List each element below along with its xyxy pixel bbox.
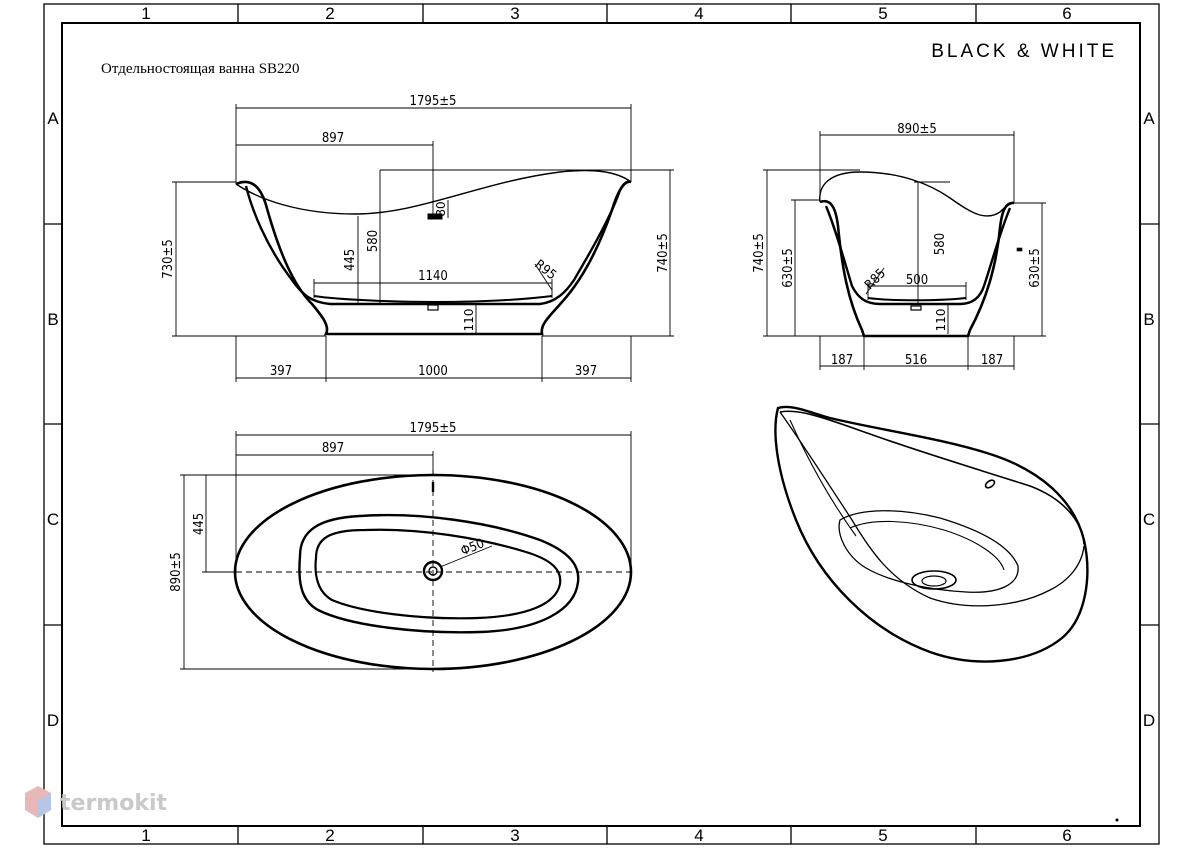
end-dim-inner-depth: 580	[933, 233, 948, 255]
end-dim-height-left-rim: 630±5	[781, 248, 796, 288]
isometric-overflow	[984, 479, 996, 489]
grid-row-left-c: C	[47, 510, 59, 529]
end-dim-base-width: 516	[905, 353, 927, 368]
top-dim-drain-diameter: Φ50	[459, 536, 487, 559]
side-dim-left-overhang: 397	[270, 364, 292, 379]
end-dim-right-overhang: 187	[981, 353, 1003, 368]
grid-col-top-6: 6	[1062, 4, 1071, 23]
top-dim-overall-width: 890±5	[169, 552, 184, 592]
grid-col-top-4: 4	[694, 4, 703, 23]
grid-right-dividers	[1140, 223, 1159, 626]
side-dim-right-overhang: 397	[575, 364, 597, 379]
grid-row-right-b: B	[1143, 310, 1154, 329]
side-view-dimensions	[172, 104, 674, 382]
grid-col-top-1: 1	[141, 4, 150, 23]
end-view-overflow-mark	[1016, 247, 1023, 252]
top-dim-overall-length: 1795±5	[410, 421, 457, 436]
isometric-view	[774, 405, 1089, 663]
top-dim-half-width: 445	[192, 513, 207, 535]
grid-col-bottom-6: 6	[1062, 826, 1071, 845]
side-dim-base-length: 1000	[418, 364, 448, 379]
side-dim-inner-depth: 580	[366, 230, 381, 252]
side-dim-height-high: 740±5	[656, 233, 671, 273]
grid-col-bottom-4: 4	[694, 826, 703, 845]
end-dim-height-high: 740±5	[752, 233, 767, 273]
end-dim-height-right-rim: 630±5	[1028, 248, 1043, 288]
isometric-inner-wall	[789, 419, 857, 537]
end-view-drain	[910, 305, 922, 311]
end-dim-left-overhang: 187	[831, 353, 853, 368]
side-dim-half-length: 897	[322, 131, 344, 146]
grid-col-top-2: 2	[325, 4, 334, 23]
grid-row-left-a: A	[47, 109, 59, 128]
side-view-drain	[427, 304, 439, 311]
side-view	[235, 169, 632, 336]
side-dim-overflow-size: 80	[434, 201, 448, 216]
end-dim-overall-width: 890±5	[897, 122, 937, 137]
grid-left-dividers	[44, 223, 62, 626]
end-dim-inner-radius: R85	[862, 266, 889, 293]
end-view-outer-body	[819, 199, 1015, 338]
grid-col-bottom-1: 1	[141, 826, 150, 845]
end-dim-inner-bottom: 500	[906, 273, 928, 288]
isometric-drain-inner	[921, 575, 947, 587]
grid-col-top-5: 5	[878, 4, 887, 23]
isometric-basin-outer	[838, 510, 1019, 593]
side-dim-inner-bottom: 1140	[418, 269, 448, 284]
grid-row-left-b: B	[47, 310, 58, 329]
end-view-inner-wall	[824, 205, 1012, 306]
corner-mark	[1115, 818, 1119, 822]
drawing-title: Отдельностоящая ванна SB220	[101, 61, 300, 77]
isometric-outer-shell	[774, 405, 1089, 663]
end-view-rim	[819, 171, 1015, 217]
top-dim-half-length: 897	[322, 441, 344, 456]
isometric-rim-inner	[779, 410, 1085, 545]
side-view-rim	[235, 169, 632, 215]
side-dim-inner-radius: R95	[531, 257, 558, 283]
side-view-inner-wall	[244, 180, 632, 306]
grid-row-left-d: D	[47, 711, 59, 730]
grid-col-top-3: 3	[510, 4, 519, 23]
grid-col-bottom-5: 5	[878, 826, 887, 845]
side-dim-height-low: 730±5	[161, 239, 176, 279]
end-view-dimensions	[763, 131, 1046, 370]
isometric-front-edge	[779, 411, 1085, 607]
end-view	[819, 171, 1023, 338]
grid-col-bottom-3: 3	[510, 826, 519, 845]
top-view-inner-rim	[298, 513, 580, 634]
end-dim-base-height: 110	[934, 309, 948, 332]
side-view-overflow	[427, 213, 443, 220]
outer-frame	[43, 3, 1160, 845]
side-dim-base-height: 110	[462, 309, 476, 332]
grid-row-right-c: C	[1143, 510, 1155, 529]
isometric-basin-inner	[849, 520, 1005, 571]
side-dim-overflow-height: 445	[343, 249, 358, 271]
isometric-drain	[911, 570, 957, 590]
grid-top-dividers	[237, 4, 977, 23]
grid-bottom-dividers	[237, 826, 977, 844]
brand-logo: BLACK & WHITE	[931, 41, 1117, 62]
watermark: termokit	[25, 786, 167, 818]
grid-row-right-d: D	[1143, 711, 1155, 730]
grid-col-bottom-2: 2	[325, 826, 334, 845]
top-view-inner-basin	[314, 528, 562, 620]
inner-frame	[61, 22, 1141, 827]
grid-row-right-a: A	[1143, 109, 1155, 128]
end-view-inner-bottom	[867, 297, 967, 302]
top-view-dimensions	[180, 431, 632, 670]
watermark-text: termokit	[60, 791, 167, 816]
side-dim-overall-length: 1795±5	[410, 94, 457, 109]
top-view	[233, 470, 633, 672]
side-view-inner-bottom	[313, 295, 553, 304]
